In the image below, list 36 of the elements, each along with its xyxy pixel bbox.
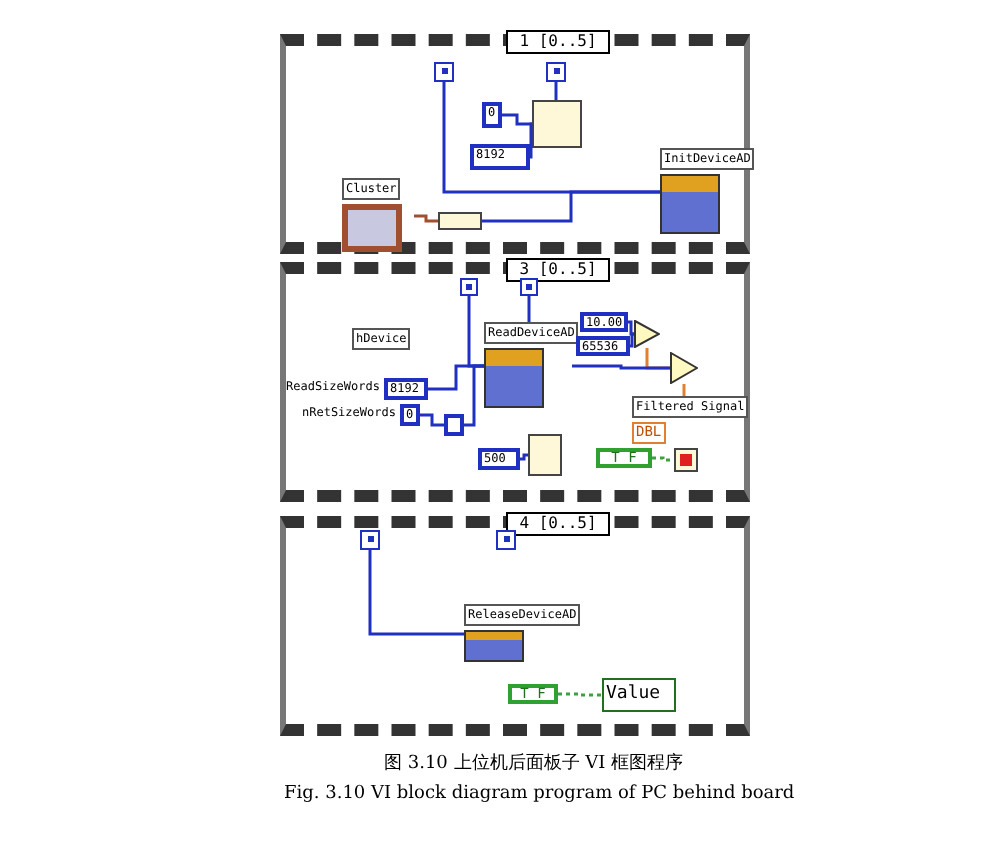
wire bbox=[414, 214, 438, 223]
indicator-terminal: Value bbox=[602, 678, 676, 712]
indicator-icon bbox=[444, 414, 464, 436]
sequence-frame bbox=[280, 262, 750, 502]
wire bbox=[682, 384, 686, 396]
wire bbox=[572, 364, 670, 370]
wire bbox=[629, 332, 635, 348]
function-icon bbox=[532, 100, 582, 148]
sequence-local bbox=[520, 278, 538, 296]
sequence-local bbox=[460, 278, 478, 296]
caption-text: Fig. 3.10 VI block diagram program of PC behind board bbox=[284, 784, 795, 804]
frame-selector: 4 [0..5] bbox=[506, 512, 610, 536]
wire bbox=[527, 296, 531, 322]
wire bbox=[502, 113, 532, 126]
frame-selector: 1 [0..5] bbox=[506, 30, 610, 54]
sequence-local bbox=[496, 530, 516, 550]
wire bbox=[528, 122, 534, 159]
wire bbox=[420, 413, 444, 427]
wire bbox=[554, 82, 558, 100]
sequence-local bbox=[360, 530, 380, 550]
wire bbox=[628, 320, 634, 336]
sequence-local bbox=[546, 62, 566, 82]
sequence-frame bbox=[280, 516, 750, 736]
function-icon bbox=[528, 434, 562, 476]
wire bbox=[368, 550, 464, 636]
wire bbox=[652, 456, 674, 462]
caption-text: 图 3.10 上位机后面板子 VI 框图程序 bbox=[384, 751, 684, 776]
wire bbox=[464, 364, 484, 427]
stop-button-icon bbox=[674, 448, 698, 472]
frame-selector: 3 [0..5] bbox=[506, 258, 610, 282]
wire bbox=[558, 692, 602, 697]
function-icon bbox=[438, 212, 482, 230]
sequence-frame bbox=[280, 34, 750, 254]
wire bbox=[520, 453, 528, 461]
sequence-local bbox=[434, 62, 454, 82]
wire bbox=[442, 82, 660, 194]
